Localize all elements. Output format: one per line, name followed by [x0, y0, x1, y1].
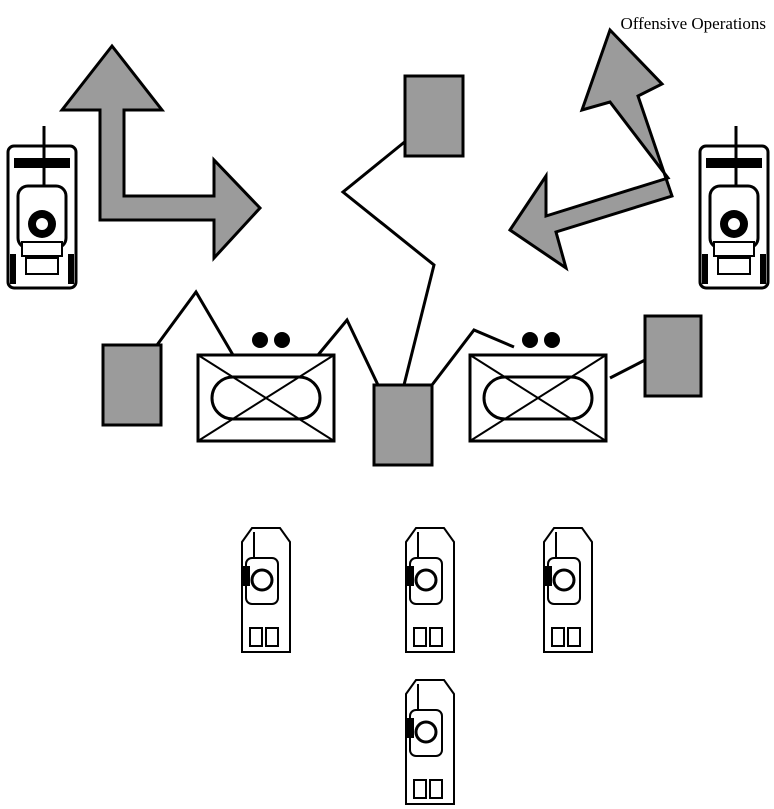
- element-square-center: [372, 383, 434, 467]
- unit-symbol-left: [196, 332, 336, 443]
- unit-symbol-right: [468, 332, 608, 443]
- element-square-left: [101, 343, 163, 427]
- vehicle-front-icon: [698, 124, 770, 290]
- vehicle-top-icon: [542, 526, 594, 654]
- vehicle-top-icon: [404, 526, 456, 654]
- maneuver-arrow-left: [58, 43, 263, 262]
- connection-lines: [155, 138, 646, 386]
- page-title: Offensive Operations: [620, 14, 766, 33]
- element-square-right: [643, 314, 703, 398]
- maneuver-arrow-right: [507, 27, 674, 272]
- vehicle-top-icon: [240, 526, 292, 654]
- vehicle-top-icon: [404, 678, 456, 806]
- vehicle-front-icon: [6, 124, 78, 290]
- element-square-top: [403, 74, 465, 158]
